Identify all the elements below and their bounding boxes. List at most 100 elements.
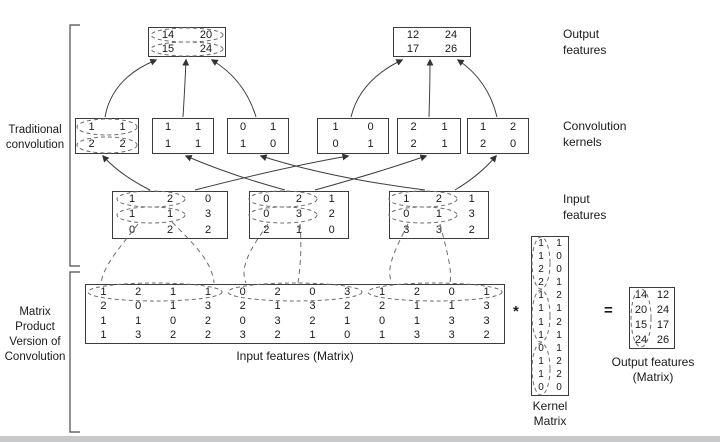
matrix-cell: 12 [656, 289, 670, 301]
matrix-cell: 3 [413, 329, 420, 342]
matrix-cell: 1 [556, 277, 562, 289]
matrix-cell: 2 [309, 314, 316, 327]
matrix-cell: 1 [309, 329, 316, 342]
multiply-operator: * [513, 303, 519, 320]
arrow-kernel2-to-output1 [182, 58, 190, 118]
matrix-cell: 0 [556, 250, 562, 262]
matrix-cell: 3 [344, 285, 351, 298]
kernel-matrix-caption: Kernel Matrix [524, 399, 576, 429]
matrix-cell: 1 [556, 303, 562, 315]
matrix-cell: 0 [239, 285, 246, 298]
matrix-cell: 2 [135, 285, 142, 298]
matrix-cell: 1 [332, 121, 339, 133]
matrix-cell: 0 [263, 193, 270, 206]
matrix-cell: 0 [509, 138, 517, 150]
matrix-cell: 1 [170, 300, 177, 313]
matrix-cell: 1 [479, 121, 487, 133]
matrix-cell: 1 [128, 193, 136, 206]
matrix-cell: 12 [406, 28, 420, 41]
matrix-cell: 1 [556, 342, 562, 354]
matrix-cell: 0 [269, 138, 277, 150]
matrix-cell: 0 [135, 300, 142, 313]
matrix-cell: 1 [483, 285, 490, 298]
matrix-cell: 1 [413, 314, 420, 327]
matrix-cell: 24 [444, 28, 458, 41]
matrix-cell: 0 [170, 314, 177, 327]
matrix-cell: 0 [556, 382, 562, 394]
matrix-cell: 20 [199, 28, 213, 41]
matrix-cell: 0 [332, 138, 339, 150]
label-line: Output features [611, 355, 695, 369]
label-line: features [563, 207, 607, 222]
matrix-cell: 1 [538, 237, 544, 249]
matrix-cell: 2 [344, 300, 351, 313]
matrix-cell: 1 [128, 208, 136, 221]
label-line: Version of [9, 335, 61, 348]
matrix-cell: 1 [379, 285, 386, 298]
label-line: Convolution [563, 119, 627, 133]
line-input3-to-kernel3 [259, 154, 426, 191]
arrow-kernel1-to-output1 [104, 58, 158, 118]
matrix-cell: 14 [161, 28, 175, 41]
matrix-cell: 0 [263, 208, 270, 221]
output-features-label: Output features [563, 27, 606, 58]
matrix-cell: 1 [413, 300, 420, 313]
matrix-cell: 1 [88, 121, 95, 133]
matrix-cell: 1 [194, 121, 202, 133]
matrix-cell: 24 [656, 304, 670, 316]
matrix-cell: 1 [538, 290, 544, 302]
matrix-cell: 2 [328, 208, 335, 221]
input-features-label: Input features [563, 192, 606, 223]
matrix-cell: 0 [344, 329, 351, 342]
label-line: kernels [563, 134, 602, 149]
matrix-cell: 2 [100, 300, 107, 313]
matrix-cell: 17 [656, 319, 670, 331]
matrix-cell: 1 [538, 356, 544, 368]
bracket-matrix-product [69, 271, 80, 433]
matrix-cell: 2 [204, 329, 211, 342]
matrix-cell: 1 [403, 193, 410, 206]
label-line: Convolution [4, 350, 66, 363]
arrow-kernel6-to-output2 [456, 59, 498, 118]
matrix-cell: 2 [239, 300, 246, 313]
matrix-cell: 1 [448, 300, 455, 313]
label-line: Matrix [19, 306, 51, 318]
matrix-cell: 3 [274, 314, 281, 327]
matrix-cell: 24 [634, 334, 648, 346]
matrix-cell: 3 [135, 329, 142, 342]
matrix-cell: 2 [556, 369, 562, 381]
matrix-cell: 2 [538, 277, 544, 289]
label-line: (Matrix) [632, 370, 674, 384]
matrix-cell: 2 [538, 263, 544, 275]
matrix-cell: 0 [538, 342, 544, 354]
matrix-cell: 2 [274, 329, 281, 342]
matrix-cell: 0 [239, 314, 246, 327]
matrix-cell: 3 [483, 314, 490, 327]
matrix-cell: 1 [538, 329, 544, 341]
matrix-cell: 1 [166, 208, 174, 221]
matrix-cell: 2 [263, 223, 270, 236]
equals-operator: = [604, 302, 613, 319]
matrix-cell: 0 [448, 285, 455, 298]
matrix-cell: 3 [204, 208, 212, 221]
label-line: Traditional [8, 124, 62, 136]
label-line: Product [15, 320, 55, 333]
input-matrix-caption: Input features (Matrix) [236, 349, 354, 363]
matrix-cell: 3 [295, 208, 303, 221]
matrix-cell: 2 [410, 121, 417, 133]
matrix-cell: 2 [88, 138, 95, 150]
matrix-cell: 2 [509, 121, 517, 133]
matrix-cell: 1 [441, 138, 448, 150]
matrix-cell: 1 [538, 303, 544, 315]
matrix-cell: 0 [556, 263, 562, 275]
